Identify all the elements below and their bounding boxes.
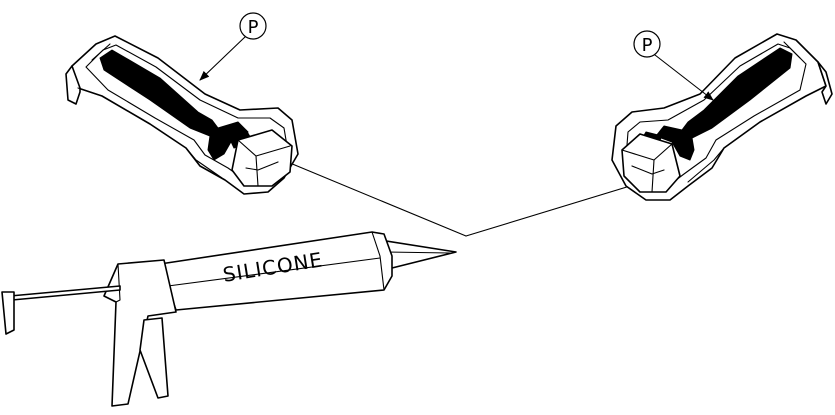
silicone-cartridge: [159, 231, 393, 311]
plunger-hook: [1, 291, 15, 335]
right-nozzle-holder: [611, 33, 833, 201]
callout-balloon-right: [633, 30, 661, 58]
plunger-rod: [9, 285, 121, 301]
caulk-gun: SILICONE: [1, 231, 457, 407]
callout-left: P: [199, 12, 267, 81]
callout-right: P: [633, 30, 714, 101]
callout-label-right: P: [642, 35, 653, 56]
callout-label-left: P: [248, 17, 259, 38]
assembly-leader-lines: [289, 162, 641, 237]
gun-handle: [103, 259, 177, 407]
gun-trigger: [139, 317, 169, 399]
callout-balloon-left: [239, 12, 267, 40]
left-nozzle-holder: [65, 35, 299, 195]
